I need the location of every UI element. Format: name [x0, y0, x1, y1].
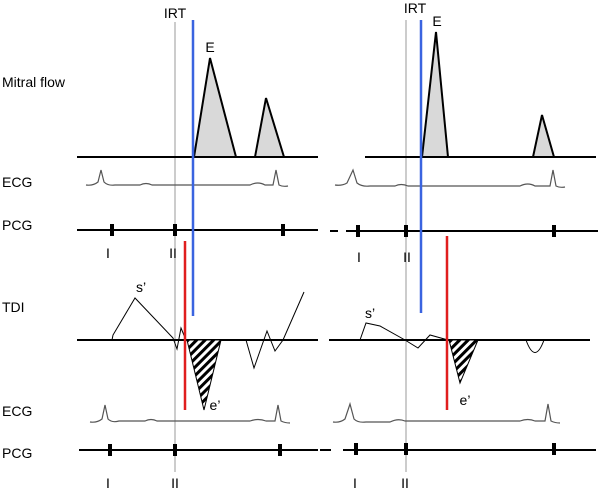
right-s-prime-label: s’: [365, 305, 375, 321]
right-pcg-s3-bottom: [552, 443, 556, 455]
left-pcg-s3-top: [281, 224, 285, 236]
left-panel: IRT E I II s’ e’: [77, 5, 318, 491]
row-label-pcg-bottom: PCG: [2, 445, 32, 461]
left-s-prime-label: s’: [136, 279, 146, 295]
left-tdi-s-prime-wave: [111, 297, 187, 351]
right-heart-sound-1-bottom: I: [353, 475, 357, 491]
right-pcg-s1-bottom: [354, 443, 358, 455]
left-pcg-s2-top: [173, 224, 177, 236]
right-pcg-s1-top: [356, 225, 360, 237]
row-label-ecg-top: ECG: [2, 174, 32, 190]
left-pcg-s3-bottom: [278, 444, 282, 456]
right-heart-sound-2-bottom: II: [401, 475, 409, 491]
left-heart-sound-1-bottom: I: [106, 475, 110, 491]
right-e-prime-label: e’: [460, 392, 471, 408]
right-heart-sound-1-top: I: [357, 249, 361, 265]
right-heart-sound-2-top: II: [403, 249, 411, 265]
right-panel: IRT E I II s’ e’ I: [320, 0, 598, 491]
left-pcg-s2-bottom: [173, 444, 177, 456]
row-label-mitral-flow: Mitral flow: [2, 74, 66, 90]
left-ecg-trace-bottom: [89, 404, 291, 424]
left-e-prime-wave: [186, 339, 222, 411]
right-tdi-s-prime-wave: [359, 322, 449, 349]
left-a-wave: [253, 97, 286, 158]
right-pcg-s2-top: [404, 225, 408, 237]
left-heart-sound-2-bottom: II: [171, 475, 179, 491]
left-e-wave: [192, 57, 238, 158]
right-tdi-late-trace: [525, 339, 545, 353]
row-label-pcg-top: PCG: [2, 217, 32, 233]
left-heart-sound-1-top: I: [106, 245, 110, 261]
left-pcg-s1-bottom: [108, 444, 112, 456]
left-ecg-trace-top: [85, 169, 289, 187]
left-irt-label: IRT: [164, 5, 187, 21]
right-pcg-s3-top: [552, 225, 556, 237]
right-e-wave: [420, 31, 450, 158]
right-irt-label: IRT: [404, 0, 427, 16]
row-label-tdi: TDI: [2, 299, 25, 315]
right-e-wave-label: E: [432, 13, 441, 29]
left-e-prime-label: e’: [210, 397, 221, 413]
row-label-ecg-bottom: ECG: [2, 403, 32, 419]
right-e-prime-wave: [448, 339, 479, 385]
left-e-wave-label: E: [205, 39, 214, 55]
right-ecg-trace-top: [334, 168, 566, 188]
right-ecg-trace-bottom: [332, 401, 561, 424]
left-tdi-late-trace: [245, 291, 305, 370]
right-a-wave: [531, 114, 556, 158]
right-pcg-s2-bottom: [404, 443, 408, 455]
left-heart-sound-2-top: II: [169, 245, 177, 261]
left-pcg-s1-top: [110, 224, 114, 236]
